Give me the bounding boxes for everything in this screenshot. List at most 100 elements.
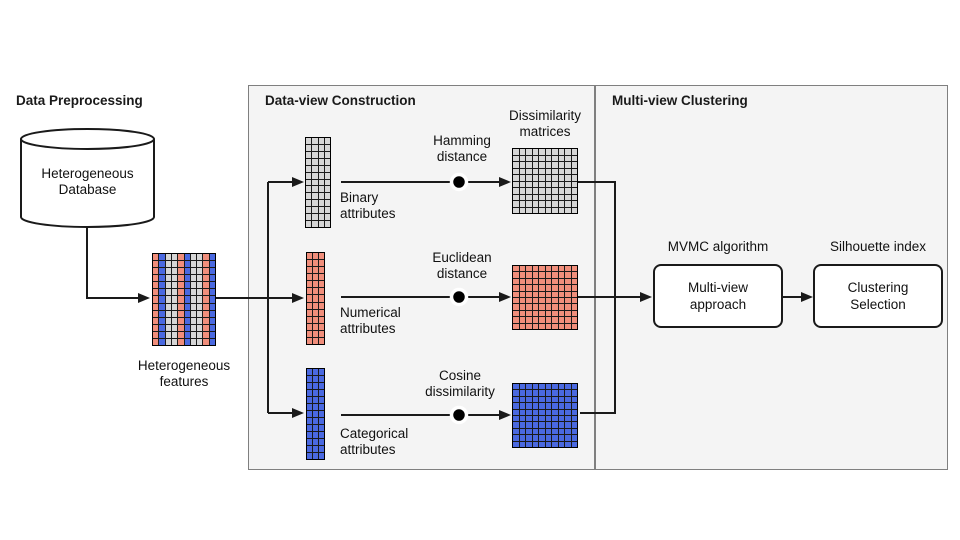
matrix-cell: [526, 266, 532, 272]
matrix-cell: [539, 298, 545, 304]
matrix-cell: [319, 439, 324, 445]
binary-attributes-matrix: [305, 137, 331, 228]
matrix-cell: [565, 409, 571, 415]
matrix-cell: [197, 268, 203, 275]
matrix-cell: [519, 403, 525, 409]
matrix-cell: [571, 285, 577, 291]
matrix-cell: [313, 309, 318, 316]
matrix-cell: [324, 151, 330, 158]
matrix-cell: [513, 278, 519, 285]
matrix-cell: [165, 296, 171, 303]
matrix-cell: [313, 411, 318, 417]
matrix-cell: [319, 390, 324, 396]
matrix-cell: [165, 275, 171, 282]
matrix-cell: [203, 268, 209, 275]
matrix-cell: [552, 155, 558, 161]
matrix-cell: [513, 272, 519, 278]
matrix-cell: [552, 194, 558, 200]
matrix-cell: [307, 446, 312, 452]
matrix-cell: [307, 337, 312, 344]
matrix-cell: [307, 267, 312, 274]
matrix-cell: [545, 422, 551, 428]
matrix-cell: [159, 254, 165, 261]
matrix-cell: [545, 266, 551, 272]
matrix-cell: [209, 338, 215, 345]
matrix-cell: [552, 175, 558, 181]
matrix-cell: [532, 384, 538, 390]
matrix-cell: [319, 309, 324, 316]
matrix-cell: [513, 390, 519, 396]
matrix-cell: [153, 331, 159, 338]
matrix-cell: [532, 310, 538, 317]
matrix-cell: [165, 268, 171, 275]
matrix-cell: [318, 193, 324, 200]
matrix-cell: [153, 303, 159, 310]
matrix-cell: [558, 272, 564, 278]
matrix-cell: [519, 416, 525, 422]
matrix-cell: [526, 201, 532, 207]
numerical-attributes-label: Numerical attributes: [340, 305, 401, 336]
matrix-cell: [319, 302, 324, 309]
matrix-cell: [324, 214, 330, 221]
multi-view-approach-box: Multi-view approach: [653, 264, 783, 328]
matrix-cell: [519, 298, 525, 304]
matrix-cell: [552, 435, 558, 441]
matrix-cell: [313, 295, 318, 302]
matrix-cell: [571, 323, 577, 329]
matrix-cell: [513, 181, 519, 187]
matrix-cell: [306, 158, 312, 165]
matrix-cell: [312, 165, 318, 172]
matrix-cell: [532, 162, 538, 168]
matrix-cell: [209, 275, 215, 282]
matrix-cell: [571, 422, 577, 428]
matrix-cell: [552, 396, 558, 403]
matrix-cell: [306, 165, 312, 172]
matrix-cell: [532, 304, 538, 310]
matrix-cell: [306, 207, 312, 214]
matrix-cell: [539, 323, 545, 329]
matrix-cell: [307, 404, 312, 410]
matrix-cell: [539, 422, 545, 428]
matrix-cell: [526, 317, 532, 323]
matrix-cell: [318, 179, 324, 186]
matrix-cell: [197, 331, 203, 338]
database-cylinder-icon: [20, 128, 155, 228]
matrix-cell: [552, 384, 558, 390]
matrix-cell: [165, 310, 171, 317]
heterogeneous-features-matrix: [152, 253, 216, 346]
matrix-cell: [306, 214, 312, 221]
matrix-cell: [526, 396, 532, 403]
matrix-cell: [558, 435, 564, 441]
database-cylinder-top: [20, 128, 155, 150]
matrix-cell: [571, 188, 577, 194]
matrix-cell: [203, 296, 209, 303]
matrix-cell: [513, 317, 519, 323]
matrix-cell: [565, 323, 571, 329]
matrix-cell: [306, 138, 312, 144]
matrix-cell: [539, 201, 545, 207]
matrix-cell: [552, 278, 558, 285]
matrix-cell: [539, 390, 545, 396]
matrix-cell: [313, 439, 318, 445]
matrix-cell: [153, 289, 159, 296]
matrix-cell: [571, 168, 577, 174]
matrix-cell: [552, 441, 558, 447]
matrix-cell: [203, 254, 209, 261]
matrix-cell: [307, 281, 312, 288]
categorical-dissimilarity-matrix: [512, 383, 578, 448]
cosine-dissimilarity-label: Cosine dissimilarity: [425, 368, 495, 399]
matrix-cell: [171, 310, 178, 317]
matrix-cell: [519, 149, 525, 155]
matrix-cell: [190, 289, 197, 296]
features-caption: Heterogeneous features: [137, 358, 231, 389]
matrix-cell: [306, 193, 312, 200]
matrix-cell: [184, 317, 190, 324]
arrowhead-to-features: [138, 293, 150, 303]
matrix-cell: [171, 289, 178, 296]
matrix-cell: [319, 432, 324, 438]
matrix-cell: [565, 422, 571, 428]
matrix-cell: [539, 416, 545, 422]
matrix-cell: [545, 194, 551, 200]
matrix-cell: [307, 316, 312, 323]
matrix-cell: [319, 418, 324, 424]
